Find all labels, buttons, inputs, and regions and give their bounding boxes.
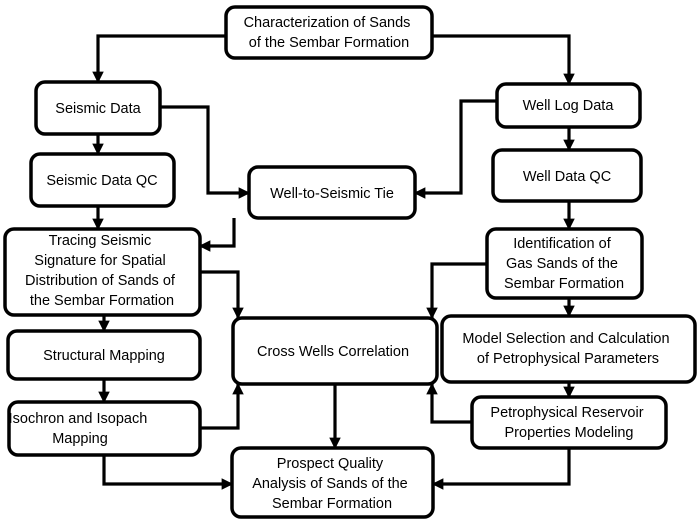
node-cross-wells-correlation-label: Cross Wells Correlation bbox=[257, 344, 409, 360]
node-petrophysical-reservoir-modeling: Petrophysical Reservoir Properties Model… bbox=[470, 395, 668, 450]
edge-seismic-data-to-well-tie bbox=[160, 105, 251, 199]
node-seismic-qc-label: Seismic Data QC bbox=[46, 173, 157, 189]
node-prospect-line-3: Sembar Formation bbox=[272, 496, 392, 512]
node-tracing-line-2: Signature for Spatial bbox=[34, 253, 165, 269]
node-structural-mapping-label: Structural Mapping bbox=[43, 348, 165, 364]
node-model-selection: Model Selection and Calculation of Petro… bbox=[440, 314, 697, 384]
node-gas-sands-line-3: Sembar Formation bbox=[504, 276, 624, 292]
node-isochron-line-1: Isochron and Isopach bbox=[9, 411, 148, 427]
node-characterization-line-2: of the Sembar Formation bbox=[249, 35, 409, 51]
node-tracing-line-1: Tracing Seismic bbox=[49, 233, 152, 249]
node-model-selection-line-1: Model Selection and Calculation bbox=[462, 331, 669, 347]
node-well-log-data-label: Well Log Data bbox=[523, 98, 615, 114]
node-isochron-isopach-mapping: Isochron and Isopach Mapping bbox=[7, 400, 202, 457]
node-gas-sands-line-1: Identification of bbox=[513, 236, 612, 252]
node-well-to-seismic-tie-line-1: Well-to-Seismic Tie bbox=[270, 186, 394, 202]
node-tracing-line-4: the Sembar Formation bbox=[30, 293, 174, 309]
node-prospect-line-1: Prospect Quality bbox=[277, 456, 384, 472]
node-well-to-seismic-tie-label: Well-to-Seismic Tie bbox=[270, 186, 394, 202]
edge-reservoir-to-cross-wells bbox=[426, 382, 472, 424]
node-isochron-line-2: Mapping bbox=[52, 431, 108, 447]
node-well-log-data: Well Log Data bbox=[495, 82, 642, 129]
edge-reservoir-to-prospect bbox=[431, 448, 571, 490]
edge-characterization-to-seismic-data bbox=[92, 34, 226, 84]
node-tracing-seismic-signature-label: Tracing Seismic Signature for Spatial Di… bbox=[25, 233, 179, 309]
node-identification-gas-sands: Identification of Gas Sands of the Semba… bbox=[485, 227, 644, 300]
node-seismic-data-line-1: Seismic Data bbox=[55, 101, 141, 117]
node-well-data-qc: Well Data QC bbox=[491, 148, 643, 203]
node-reservoir-line-2: Properties Modeling bbox=[505, 425, 634, 441]
node-tracing-seismic-signature: Tracing Seismic Signature for Spatial Di… bbox=[3, 227, 202, 317]
edge-isochron-to-cross-wells bbox=[200, 382, 244, 430]
edge-tracing-to-cross-wells bbox=[200, 270, 244, 320]
node-characterization-label: Characterization of Sands of the Sembar … bbox=[244, 15, 415, 51]
node-tracing-line-3: Distribution of Sands of bbox=[25, 273, 176, 289]
node-structural-mapping-line-1: Structural Mapping bbox=[43, 348, 165, 364]
edges bbox=[92, 34, 575, 490]
node-cross-wells-correlation: Cross Wells Correlation bbox=[231, 316, 439, 386]
node-reservoir-modeling-label: Petrophysical Reservoir Properties Model… bbox=[490, 405, 647, 441]
node-cross-wells-line-1: Cross Wells Correlation bbox=[257, 344, 409, 360]
node-characterization-line-1: Characterization of Sands bbox=[244, 15, 411, 31]
node-well-to-seismic-tie: Well-to-Seismic Tie bbox=[247, 165, 417, 220]
edge-isochron-to-prospect bbox=[102, 455, 234, 490]
node-gas-sands-line-2: Gas Sands of the bbox=[506, 256, 618, 272]
node-reservoir-line-1: Petrophysical Reservoir bbox=[490, 405, 643, 421]
node-prospect-quality-label: Prospect Quality Analysis of Sands of th… bbox=[252, 456, 412, 512]
edge-well-tie-to-tracing bbox=[198, 218, 236, 252]
edge-well-log-to-well-tie bbox=[413, 99, 497, 199]
node-seismic-qc: Seismic Data QC bbox=[29, 152, 176, 208]
node-well-data-qc-label: Well Data QC bbox=[523, 169, 611, 185]
node-seismic-qc-line-1: Seismic Data QC bbox=[46, 173, 157, 189]
node-prospect-line-2: Analysis of Sands of the bbox=[252, 476, 408, 492]
edge-characterization-to-well-log-data bbox=[432, 34, 575, 86]
node-identification-gas-sands-label: Identification of Gas Sands of the Semba… bbox=[504, 236, 624, 292]
node-characterization: Characterization of Sands of the Sembar … bbox=[224, 5, 434, 60]
node-seismic-data: Seismic Data bbox=[34, 80, 162, 136]
node-model-selection-label: Model Selection and Calculation of Petro… bbox=[462, 331, 673, 367]
node-well-log-data-line-1: Well Log Data bbox=[523, 98, 615, 114]
edge-gas-sands-to-cross-wells bbox=[426, 262, 487, 320]
node-isochron-isopach-label: Isochron and Isopach Mapping bbox=[9, 411, 152, 447]
node-well-data-qc-line-1: Well Data QC bbox=[523, 169, 611, 185]
node-model-selection-line-2: of Petrophysical Parameters bbox=[477, 351, 659, 367]
node-prospect-quality-analysis: Prospect Quality Analysis of Sands of th… bbox=[230, 446, 435, 519]
node-structural-mapping: Structural Mapping bbox=[6, 329, 202, 381]
nodes: Characterization of Sands of the Sembar … bbox=[3, 5, 697, 519]
node-seismic-data-label: Seismic Data bbox=[55, 101, 141, 117]
